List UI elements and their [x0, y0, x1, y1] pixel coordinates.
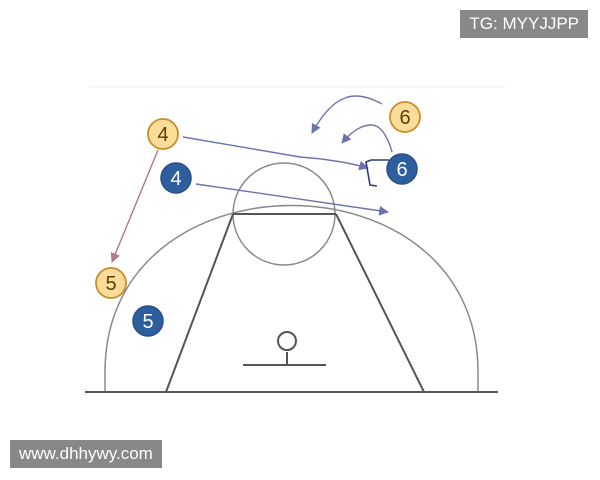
- defense-player-4: 4: [160, 162, 192, 194]
- defense-player-5-number: 5: [142, 311, 153, 333]
- cut-arrow-defense-4: [195, 183, 389, 216]
- rim: [277, 331, 297, 351]
- offense-player-5: 5: [95, 267, 127, 299]
- three-point-arc: [104, 204, 479, 393]
- lane-line-left: [165, 213, 234, 393]
- defense-player-4-number: 4: [170, 168, 181, 190]
- offense-player-6-number: 6: [399, 107, 410, 129]
- lane-line-right: [335, 213, 425, 393]
- cut-arrow-offense-4: [182, 136, 369, 171]
- curve-arrow-upper: [311, 95, 383, 134]
- screen-marker: [365, 159, 378, 187]
- defense-player-6-number: 6: [396, 159, 407, 181]
- defense-player-6: 6: [386, 153, 418, 185]
- watermark-top-right: TG: MYYJJPP: [460, 10, 588, 38]
- offense-player-6: 6: [389, 101, 421, 133]
- offense-player-4: 4: [147, 118, 179, 150]
- watermark-bottom-left: www.dhhywy.com: [10, 440, 162, 468]
- offense-player-5-number: 5: [105, 273, 116, 295]
- defense-player-5: 5: [132, 305, 164, 337]
- pass-arrow-4-to-5: [110, 149, 159, 263]
- curve-arrow-lower: [341, 124, 393, 153]
- offense-player-4-number: 4: [157, 124, 168, 146]
